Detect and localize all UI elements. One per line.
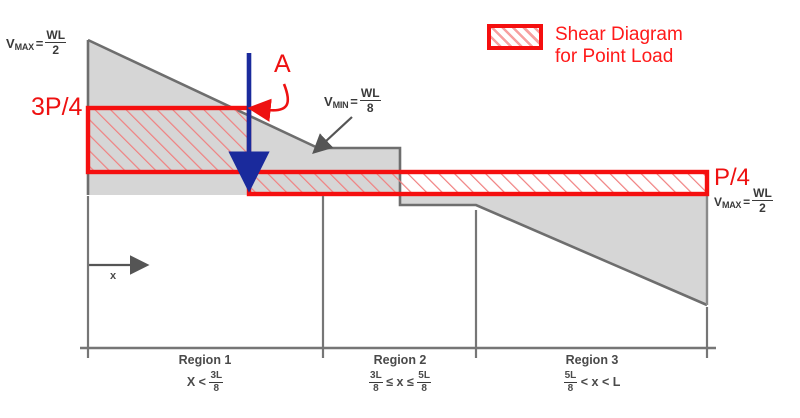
region-1-name: Region 1 — [178, 353, 232, 367]
region-1-numerator: 3L — [209, 370, 224, 383]
region-3-tail: < x < L — [580, 374, 621, 389]
legend-swatch-hatched-rectangle-icon — [487, 24, 543, 50]
vmin-numerator: WL — [359, 86, 381, 101]
legend: Shear Diagram for Point Load — [487, 24, 683, 68]
vmax-left-subscript: MAX — [14, 41, 34, 52]
region-2-mid: ≤ x ≤ — [386, 374, 414, 389]
vmin-symbol: V — [324, 93, 333, 109]
region-2-numerator-low: 3L — [369, 370, 383, 383]
region-2-name: Region 2 — [373, 353, 427, 367]
label-shear-right-p4: P/4 — [714, 164, 751, 191]
x-axis-label: x — [110, 270, 117, 282]
region-1-denominator: 8 — [213, 382, 220, 394]
vmin-subscript: MIN — [332, 99, 349, 110]
region-2-numerator-high: 5L — [417, 370, 431, 383]
region-3-name: Region 3 — [565, 353, 619, 367]
vmax-right-numerator: WL — [752, 186, 773, 201]
region-2-denominator-low: 8 — [373, 382, 379, 394]
region-3-denominator: 8 — [567, 382, 574, 394]
label-shear-left-3p4: 3P/4 — [31, 93, 83, 121]
vmin-leader-arrow — [312, 116, 353, 154]
vmax-left-denominator: 2 — [52, 42, 60, 57]
label-point-a: A — [274, 50, 291, 78]
point-a-leader-arrow — [247, 83, 290, 122]
region-3-numerator: 5L — [563, 370, 578, 383]
vmax-left-numerator: WL — [45, 28, 67, 43]
baseline-axis — [80, 196, 716, 358]
vmax-right-subscript: MAX — [722, 199, 742, 210]
legend-label-line2: for Point Load — [555, 46, 674, 68]
vmax-right-equals: = — [743, 194, 751, 209]
legend-label-line1: Shear Diagram — [555, 24, 683, 45]
vmin-denominator: 8 — [366, 100, 374, 115]
region-2-denominator-high: 8 — [421, 382, 427, 394]
vmax-right-symbol: V — [714, 194, 723, 209]
legend-label: Shear Diagram for Point Load — [555, 24, 683, 68]
vmin-equals: = — [350, 93, 358, 109]
shear-overlay-point-load — [85, 105, 710, 197]
vmax-left-symbol: V — [6, 35, 15, 51]
vmax-left-equals: = — [35, 35, 44, 51]
region-1-lead: X < — [186, 374, 206, 389]
vmax-right-denominator: 2 — [759, 200, 766, 215]
